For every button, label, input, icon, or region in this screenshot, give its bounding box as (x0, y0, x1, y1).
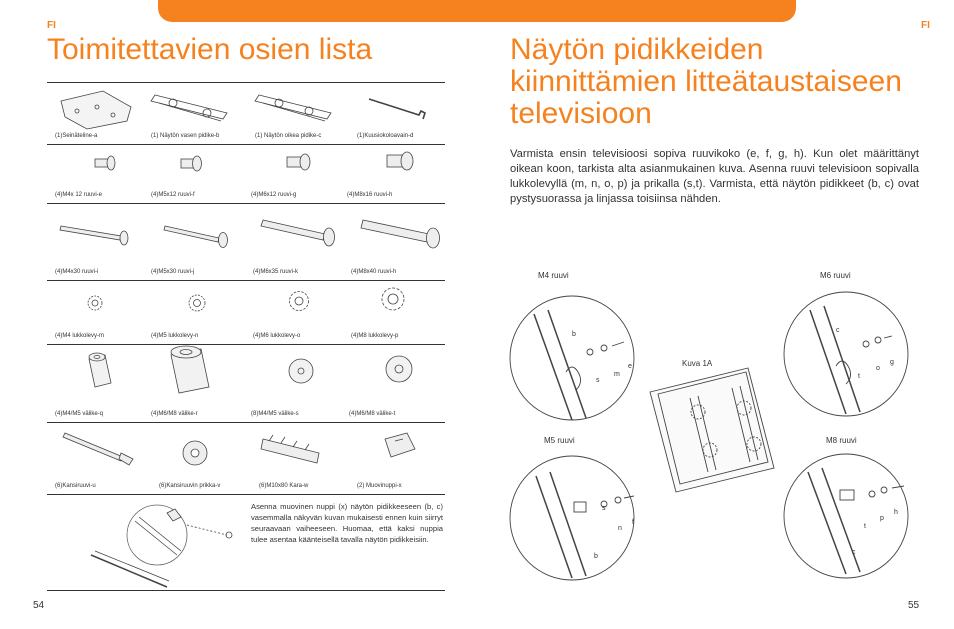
part-label-o: (4)M6 lukkolevy-o (253, 333, 301, 339)
part-label-n: (4)M5 lukkolevy-n (151, 333, 199, 339)
part-label-i: (4)M4x30 ruuvi-i (55, 269, 99, 275)
parts-row-4-illustrations (87, 287, 405, 312)
parts-row-6: (6)Kansiruuvi-u (6)Kansiruuvin prikka-v … (47, 423, 445, 495)
part-label-v: (6)Kansiruuvin prikka-v (159, 483, 221, 489)
letter-p: p (880, 515, 884, 522)
parts-row-1-illustrations (60, 90, 426, 130)
letter-c-top: c (836, 327, 840, 334)
knob-note: Asenna muovinen nuppi (x) näytön pidikke… (251, 502, 443, 544)
letter-m: m (614, 371, 620, 378)
part-label-w: (6)M10x80 Kara-w (259, 483, 309, 489)
part-label-x: (2) Muovinuppi-x (357, 483, 402, 489)
parts-row-7 (47, 495, 445, 591)
part-label-d: (1)Kuusiokoloavain-d (357, 133, 414, 139)
language-tag-left: FI (47, 20, 56, 31)
part-label-s: (8)M4/M5 välike-s (251, 411, 299, 417)
parts-row-5-illustrations (88, 345, 413, 394)
page-number-right: 55 (908, 600, 920, 611)
intro-paragraph: Varmista ensin televisioosi sopiva ruuvi… (510, 148, 919, 205)
part-label-k: (4)M6x35 ruuvi-k (253, 269, 299, 275)
letter-f: f (632, 519, 634, 526)
letter-s-bottom: s (602, 505, 606, 512)
part-label-a: (1)Seinäteline-a (55, 133, 98, 139)
letter-b-top: b (572, 331, 576, 338)
label-kuva: Kuva 1A (682, 359, 713, 368)
part-label-c: (1) Näytön oikea pidike-c (255, 133, 322, 139)
parts-row-2-illustrations (94, 151, 414, 172)
page-title-right: Näytön pidikkeiden kiinnittämien litteät… (510, 33, 902, 130)
label-m6: M6 ruuvi (820, 271, 851, 280)
part-label-b: (1) Näytön vasen pidike-b (151, 133, 220, 139)
language-tag-right: FI (921, 20, 930, 31)
letter-b-bottom: b (594, 553, 598, 560)
part-label-e: (4)M4x 12 ruuvi-e (55, 192, 103, 198)
part-label-t: (4)M6/M8 välike-t (349, 411, 396, 417)
part-label-u: (6)Kansiruuvi-u (55, 483, 96, 489)
part-label-h: (4)M8x16 ruuvi-h (347, 192, 393, 198)
page-number-left: 54 (33, 600, 45, 611)
letter-t-top: t (858, 373, 860, 380)
letter-n: n (618, 525, 622, 532)
part-label-g: (4)M6x12 ruuvi-g (251, 192, 297, 198)
parts-table: (1)Seinäteline-a (1) Näytön vasen pidike… (47, 82, 445, 591)
letter-c-bottom: c (852, 549, 856, 556)
part-label-h2: (4)M8x40 ruuvi-h (351, 269, 397, 275)
label-m4: M4 ruuvi (538, 271, 569, 280)
parts-row-4: (4)M4 lukkolevy-m (4)M5 lukkolevy-n (4)M… (47, 281, 445, 345)
part-label-r: (4)M6/M8 välike-r (151, 411, 198, 417)
part-label-m: (4)M4 lukkolevy-m (55, 333, 105, 339)
parts-row-5: (4)M4/M5 välike-q (4)M6/M8 välike-r (8)M… (47, 345, 445, 423)
letter-s-top: s (596, 377, 600, 384)
label-m5: M5 ruuvi (544, 436, 575, 445)
letter-h: h (894, 509, 898, 516)
parts-row-3: (4)M4x30 ruuvi-i (4)M5x30 ruuvi-j (4)M6x… (47, 204, 445, 281)
letter-e: e (628, 363, 632, 370)
letter-g: g (890, 359, 894, 366)
top-banner (158, 0, 796, 22)
parts-row-6-illustrations (62, 432, 416, 466)
letter-o: o (876, 365, 880, 372)
parts-row-3-illustrations (59, 219, 440, 249)
parts-row-1: (1)Seinäteline-a (1) Näytön vasen pidike… (47, 83, 445, 145)
parts-row-2: (4)M4x 12 ruuvi-e (4)M5x12 ruuvi-f (4)M6… (47, 145, 445, 204)
knob-assembly-illustration (90, 504, 233, 588)
label-m8: M8 ruuvi (826, 436, 857, 445)
letter-t-bottom: t (864, 523, 866, 530)
part-label-p: (4)M8 lukkolevy-p (351, 333, 399, 339)
part-label-j: (4)M5x30 ruuvi-j (151, 269, 195, 275)
page-title-left: Toimitettavien osien lista (47, 33, 373, 66)
part-label-f: (4)M5x12 ruuvi-f (151, 192, 195, 198)
part-label-q: (4)M4/M5 välike-q (55, 411, 104, 417)
